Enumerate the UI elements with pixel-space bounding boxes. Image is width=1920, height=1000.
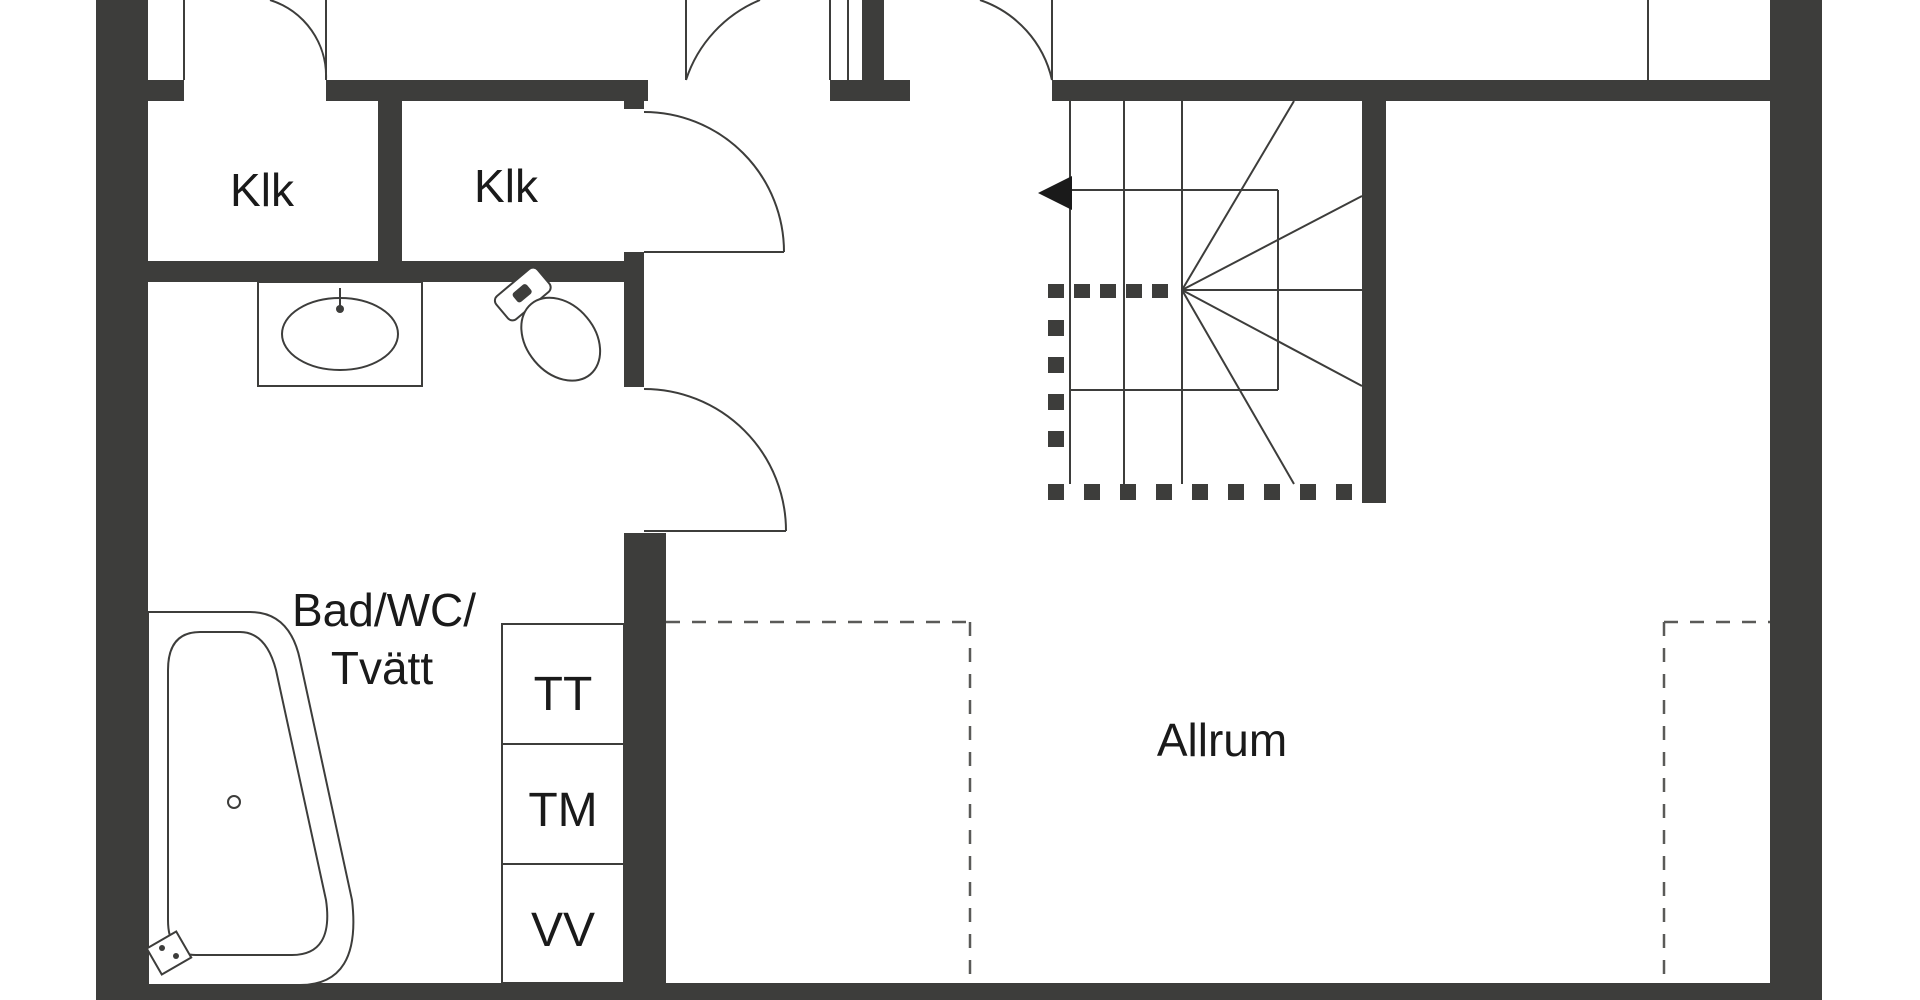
dryer-label: TT [534,668,593,721]
upper-wall-segment-2 [326,80,648,101]
stair-railing [1048,284,1386,500]
sink-icon [257,281,423,387]
stair-direction-arrow-icon [1038,176,1072,210]
outer-wall-bottom [96,983,1822,1000]
door-closet-2 [643,111,785,253]
washer-label: TM [528,784,597,837]
stair-wall-right [1362,101,1386,503]
tub-faucet-icon [145,930,193,976]
bathroom-label-line1: Bad/WC/ [292,584,476,636]
living-room-label: Allrum [1157,714,1287,766]
doors [269,0,1053,532]
door-jamb [624,101,644,109]
door-top-right [979,0,1053,81]
room-labels: Klk Klk Bad/WC/ Tvätt TT TM VV Allrum [230,160,1287,957]
upper-wall-segment-1 [148,80,184,101]
washer-box [501,743,625,865]
bathroom-wall-lower [624,533,666,1000]
upper-wall-segment-3 [830,80,910,101]
staircase [1038,100,1386,500]
bathtub-icon [145,611,355,986]
closet-bottom-wall [148,261,644,282]
door-top-center [685,0,761,81]
dryer-box [501,623,625,745]
appliance-column [501,623,625,984]
door-bathroom [643,388,787,532]
closet-divider-wall [378,101,402,261]
bathroom-label-line2: Tvätt [331,642,433,694]
door-top-left [269,0,328,81]
top-stub-wall [862,0,884,80]
bathroom-wall-upper [624,252,644,387]
water-heater-box [501,863,625,984]
outer-wall-right [1770,0,1822,1000]
walls [96,0,1822,1000]
outer-wall-left [96,0,148,1000]
water-heater-label: VV [531,904,595,957]
toilet-icon [493,266,602,382]
closet-1-label: Klk [230,164,295,216]
partition-lines [183,0,1649,80]
ceiling-dashed-lines [666,620,1770,983]
closet-2-label: Klk [474,160,539,212]
upper-wall-segment-4 [1052,80,1770,101]
